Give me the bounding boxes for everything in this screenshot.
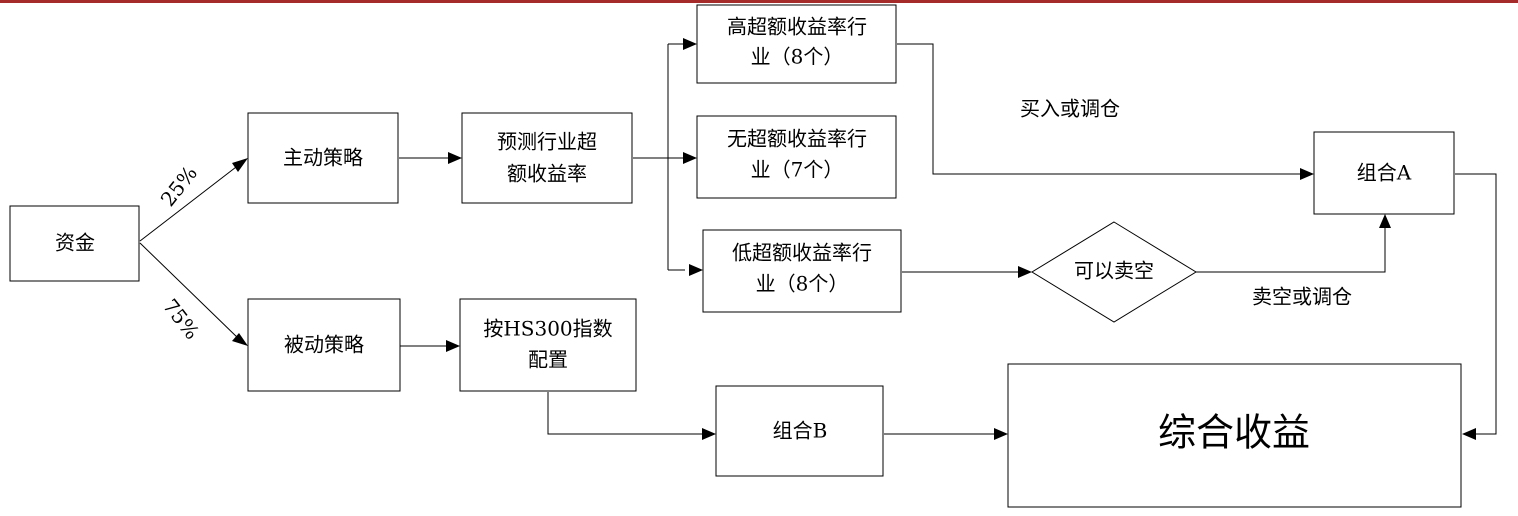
arrowhead: [1018, 266, 1032, 278]
forecast-label-line2: 额收益率: [507, 162, 587, 186]
arrowhead: [683, 152, 697, 164]
arrowhead: [689, 264, 703, 276]
low-excess-box: [702, 229, 902, 313]
edge-short-portfolio-a: [1196, 228, 1386, 273]
high-excess-label-line2: 业（8个）: [751, 45, 844, 69]
edge-hs300-portfolio-b: [547, 392, 704, 435]
pct-passive-label: 75%: [158, 294, 204, 344]
short-rebalance-label: 卖空或调仓: [1252, 285, 1352, 309]
arrowhead: [232, 333, 248, 346]
no-excess-box: [696, 115, 897, 199]
connectors: [139, 43, 1497, 435]
edge-portfolio-a-total: [1455, 173, 1497, 435]
arrowhead: [702, 428, 716, 440]
arrowhead: [683, 38, 697, 50]
active-strategy-label: 主动策略: [283, 146, 363, 170]
forecast-label-line1: 预测行业超: [497, 130, 597, 154]
no-excess-label-line2: 业（7个）: [751, 158, 844, 182]
portfolio-b-box: [715, 385, 884, 477]
capital-box: [9, 205, 140, 282]
passive-strategy-label: 被动策略: [284, 333, 364, 357]
arrowhead: [1462, 428, 1476, 440]
hs300-label-line2: 配置: [528, 348, 568, 372]
low-excess-label-line1: 低超额收益率行: [732, 241, 872, 265]
arrowheads: [232, 38, 1476, 440]
buy-rebalance-label: 买入或调仓: [1020, 97, 1120, 121]
high-excess-label-line1: 高超额收益率行: [727, 15, 867, 39]
hs300-box: [459, 298, 637, 392]
short-possible-diamond: [1031, 221, 1197, 323]
high-excess-box: [696, 4, 897, 84]
portfolio-b-label: 组合B: [773, 419, 828, 443]
top-accent-line: [0, 0, 1518, 3]
arrowhead: [994, 428, 1008, 440]
arrowhead: [232, 158, 248, 172]
low-excess-label-line2: 业（8个）: [756, 272, 849, 296]
total-return-label: 综合收益: [1158, 411, 1310, 455]
pct-active-label: 25%: [156, 161, 202, 211]
total-return-box: [1007, 363, 1462, 508]
portfolio-a-label: 组合A: [1357, 161, 1412, 185]
portfolio-a-box: [1313, 131, 1455, 215]
hs300-label-line1: 按HS300指数: [483, 317, 612, 341]
capital-label: 资金: [55, 231, 95, 255]
active-strategy-box: [247, 112, 399, 204]
no-excess-label-line1: 无超额收益率行: [727, 127, 867, 151]
arrowhead: [448, 152, 462, 164]
arrowhead: [446, 340, 460, 352]
forecast-box: [461, 112, 633, 204]
arrowhead: [1379, 214, 1391, 228]
passive-strategy-box: [247, 298, 401, 392]
arrowhead: [1300, 168, 1314, 180]
short-possible-label: 可以卖空: [1074, 259, 1154, 283]
edge-capital-active: [139, 163, 241, 242]
edge-capital-passive: [139, 242, 241, 341]
edge-high-portfolio-a: [897, 43, 1302, 175]
